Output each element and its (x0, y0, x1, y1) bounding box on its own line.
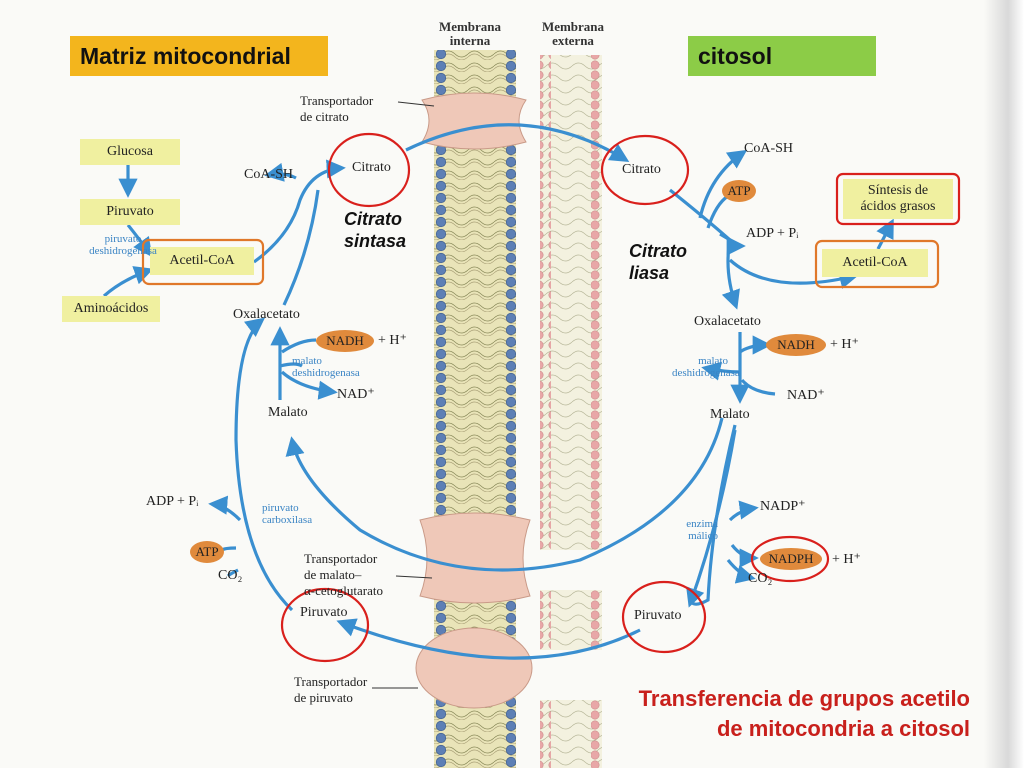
membrane-externa-line2: externa (552, 33, 594, 48)
orange-highlights (141, 238, 940, 289)
mdl-line2: deshidrogenasa (292, 367, 360, 379)
pd-line1: piruvato (104, 233, 142, 245)
pc-line2: carboxilasa (262, 514, 313, 526)
atp-right-pill: ATP (722, 180, 756, 202)
red-highlights (280, 132, 961, 663)
malate-transporter (419, 512, 531, 604)
tm-line3: α-cetoglutarato (304, 583, 383, 598)
pc-line1: piruvato (262, 502, 299, 514)
caption-line1: Transferencia de grupos acetilo (638, 686, 970, 711)
citrato-right: Citrato (622, 162, 661, 177)
membrane-interna-line2: interna (449, 33, 491, 48)
mdr-line1: malato (698, 355, 728, 367)
figure-caption: Transferencia de grupos acetilo de mitoc… (560, 684, 970, 744)
pyruvate-transporter (415, 627, 533, 709)
caption-line2: de mitocondria a citosol (716, 716, 970, 741)
membrane-interna-label: Membrana interna (425, 20, 515, 48)
tm-line2: de malato– (304, 567, 362, 582)
h-plus-left: + H⁺ (378, 333, 407, 348)
co2-right: CO₂ (748, 571, 773, 586)
cl-line1: Citrato (629, 241, 687, 261)
piruvato-box: Piruvato (80, 199, 180, 225)
citrato-liasa-label: Citrato liasa (629, 240, 687, 284)
piruvato-right: Piruvato (634, 608, 682, 623)
header-citosol: citosol (688, 36, 876, 76)
transportador-citrato-label: Transportador de citrato (300, 93, 373, 125)
outer-membrane (540, 55, 602, 768)
malato-right: Malato (710, 407, 750, 422)
piruvato-deshidrogenasa-label: piruvato deshidrogenasa (80, 233, 166, 257)
membrane-externa-label: Membrana externa (528, 20, 618, 48)
tc-line1: Transportador (300, 93, 374, 108)
nadh-right-pill: NADH (766, 334, 826, 356)
oxalacetato-left: Oxalacetato (233, 307, 300, 322)
label-pointers (372, 101, 435, 689)
cs-line1: Citrato (344, 209, 402, 229)
citrato-left: Citrato (352, 160, 391, 175)
page-edge-shadow (984, 0, 1024, 768)
pd-line2: deshidrogenasa (89, 245, 157, 257)
tp-line1: Transportador (294, 674, 368, 689)
piruvato-left: Piruvato (300, 605, 348, 620)
h-plus-right-2: + H⁺ (832, 552, 861, 567)
coa-sh-right: CoA-SH (744, 141, 794, 156)
citrato-sintasa-label: Citrato sintasa (344, 208, 406, 252)
tc-line2: de citrato (300, 109, 349, 124)
nad-plus-right: NAD⁺ (787, 388, 825, 403)
nadh-left-pill: NADH (316, 330, 374, 352)
em-line1: enzima (686, 518, 718, 530)
mdl-line1: malato (292, 355, 322, 367)
malato-deshidrogenasa-left: malato deshidrogenasa (292, 355, 360, 379)
glucosa-box: Glucosa (80, 139, 180, 165)
membrane-interna-line1: Membrana (438, 19, 502, 34)
mdr-line2: deshidrogenasa (672, 367, 740, 379)
enzima-malico-label: enzima málico (676, 518, 718, 542)
sintesis-line1: Síntesis de (867, 183, 929, 198)
malato-left: Malato (268, 405, 308, 420)
nadp-plus-right: NADP⁺ (760, 499, 806, 514)
transportador-piruvato-label: Transportador de piruvato (294, 674, 367, 706)
pathway-arrows (102, 123, 894, 660)
co2-left: CO₂ (218, 568, 243, 583)
transportador-malato-label: Transportador de malato– α-cetoglutarato (304, 551, 383, 599)
nadph-pill: NADPH (760, 548, 822, 570)
membrane-externa-line1: Membrana (541, 19, 605, 34)
tm-line1: Transportador (304, 551, 378, 566)
oxalacetato-right: Oxalacetato (694, 314, 761, 329)
malato-deshidrogenasa-right: malato deshidrogenasa (672, 355, 740, 379)
acetil-coa-right-box: Acetil-CoA (822, 249, 928, 277)
tp-line2: de piruvato (294, 690, 353, 705)
atp-left-pill: ATP (190, 541, 224, 563)
nad-plus-left: NAD⁺ (337, 387, 375, 402)
header-matriz-mitocondrial: Matriz mitocondrial (70, 36, 328, 76)
sintesis-line2: ácidos grasos (860, 199, 936, 214)
adp-pi-right: ADP + Pᵢ (746, 226, 799, 241)
em-line2: málico (688, 530, 718, 542)
citrate-transporter (421, 92, 527, 150)
cs-line2: sintasa (344, 231, 407, 251)
sintesis-acidos-grasos-box: Síntesis de ácidos grasos (843, 179, 953, 219)
coa-sh-left: CoA-SH (244, 167, 294, 182)
acetil-coa-left-box: Acetil-CoA (150, 247, 254, 275)
adp-pi-left: ADP + Pᵢ (146, 494, 199, 509)
piruvato-carboxilasa-label: piruvato carboxilasa (262, 502, 312, 526)
h-plus-right: + H⁺ (830, 337, 859, 352)
aminoacidos-box: Aminoácidos (62, 296, 160, 322)
cl-line2: liasa (629, 263, 670, 283)
